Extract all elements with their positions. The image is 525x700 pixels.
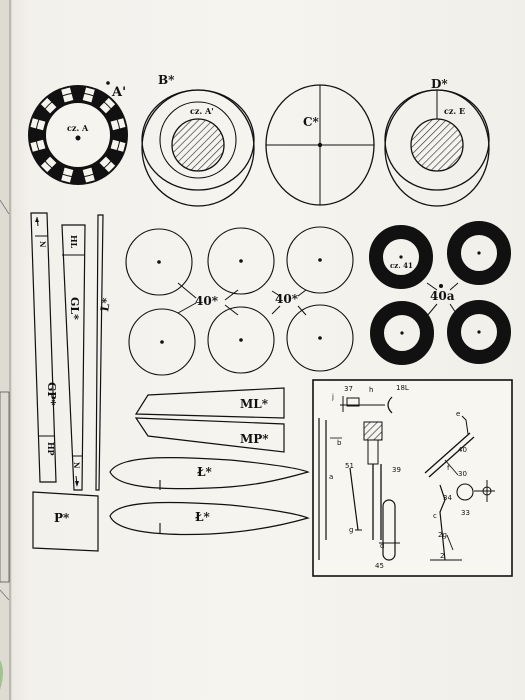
part-d: cz. E D*: [384, 77, 490, 207]
inset-label-g: g: [349, 526, 353, 534]
label-ml-star: ML*: [240, 397, 269, 411]
label-cz-a-prime: cz. A': [190, 106, 214, 116]
inset-label-37: 37: [344, 385, 353, 393]
label-n-bottom: N: [72, 462, 81, 469]
inset-label-j: j: [331, 393, 334, 401]
strip-gl: HL GL* N: [61, 224, 86, 491]
label-cz-e: cz. E: [444, 106, 465, 116]
ring-gap: [82, 167, 95, 183]
label-c-star: C*: [303, 115, 320, 129]
ring-gap: [61, 167, 74, 183]
label-40a: 40a: [430, 289, 455, 303]
ring-gap: [30, 139, 46, 152]
inset-label-33: 33: [461, 509, 470, 517]
label-l-stroke-star-top: Ł*: [197, 465, 213, 479]
part-p: P*: [32, 491, 99, 552]
part-mp: MP*: [134, 417, 285, 453]
inset-label-40: 40: [458, 446, 467, 454]
inset-label-d: d: [380, 542, 384, 550]
ring-gap: [82, 87, 95, 103]
label-gl-star: GL*: [68, 297, 81, 320]
label-cz-41: cz. 41: [390, 261, 413, 270]
inset-label-2g: 2g: [438, 531, 447, 539]
part-l-stroke-bottom: Ł*: [109, 501, 310, 536]
label-hl: HL: [69, 235, 79, 249]
label-40-star-left: 40*: [195, 294, 219, 308]
strip-l: L*: [95, 214, 113, 491]
inset-label-c: c: [433, 512, 437, 520]
part-l-stroke-top: Ł*: [109, 456, 310, 490]
label-d-star: D*: [431, 77, 448, 91]
part-b: cz. A' B*: [141, 73, 255, 207]
part-c: C*: [265, 84, 375, 206]
label-l-star: L*: [98, 297, 113, 313]
strip-gp: N GP* HP: [30, 212, 58, 483]
inset-label-51: 51: [345, 462, 354, 470]
label-l-stroke-star-bottom: Ł*: [195, 510, 211, 524]
label-a-prime: A': [111, 85, 126, 100]
label-mp-star: MP*: [240, 432, 269, 446]
inset-label-34: 34: [443, 494, 452, 502]
inset-label-2: 2: [440, 552, 444, 560]
label-gp-star: GP*: [45, 382, 58, 406]
inset-label-18l: 18L: [396, 384, 409, 392]
label-b-star: B*: [158, 73, 175, 87]
ring-gap: [99, 97, 116, 114]
ring-gap: [110, 118, 126, 131]
label-cz-a: cz. A: [67, 123, 89, 133]
label-hp: HP: [46, 442, 56, 456]
assembly-inset: 37 h 18L j b 51 a 39 g d 45 e 40 f 30: [312, 379, 513, 577]
parts-40a-rings: cz. 41 40a: [369, 221, 511, 365]
label-p-star: P*: [54, 511, 70, 525]
inset-label-e: e: [456, 410, 460, 418]
inset-label-h: h: [369, 386, 373, 394]
parts-40-discs: 40* 40*: [125, 226, 354, 376]
ring-gap: [110, 139, 126, 152]
inset-label-a: a: [329, 473, 333, 481]
part-ml: ML*: [134, 387, 285, 419]
label-n-top: N: [38, 241, 47, 248]
inset-label-45: 45: [375, 562, 384, 570]
label-40-star-right: 40*: [275, 292, 299, 306]
part-a-prime-ring: cz. A A': [28, 81, 128, 185]
ring-gap: [61, 87, 74, 103]
ring-gap: [30, 118, 46, 131]
inset-label-30: 30: [458, 470, 467, 478]
inset-label-39: 39: [392, 466, 401, 474]
inset-label-f: f: [447, 464, 450, 472]
inset-label-b: b: [337, 439, 342, 447]
neighbour-page-edge: [0, 0, 12, 700]
